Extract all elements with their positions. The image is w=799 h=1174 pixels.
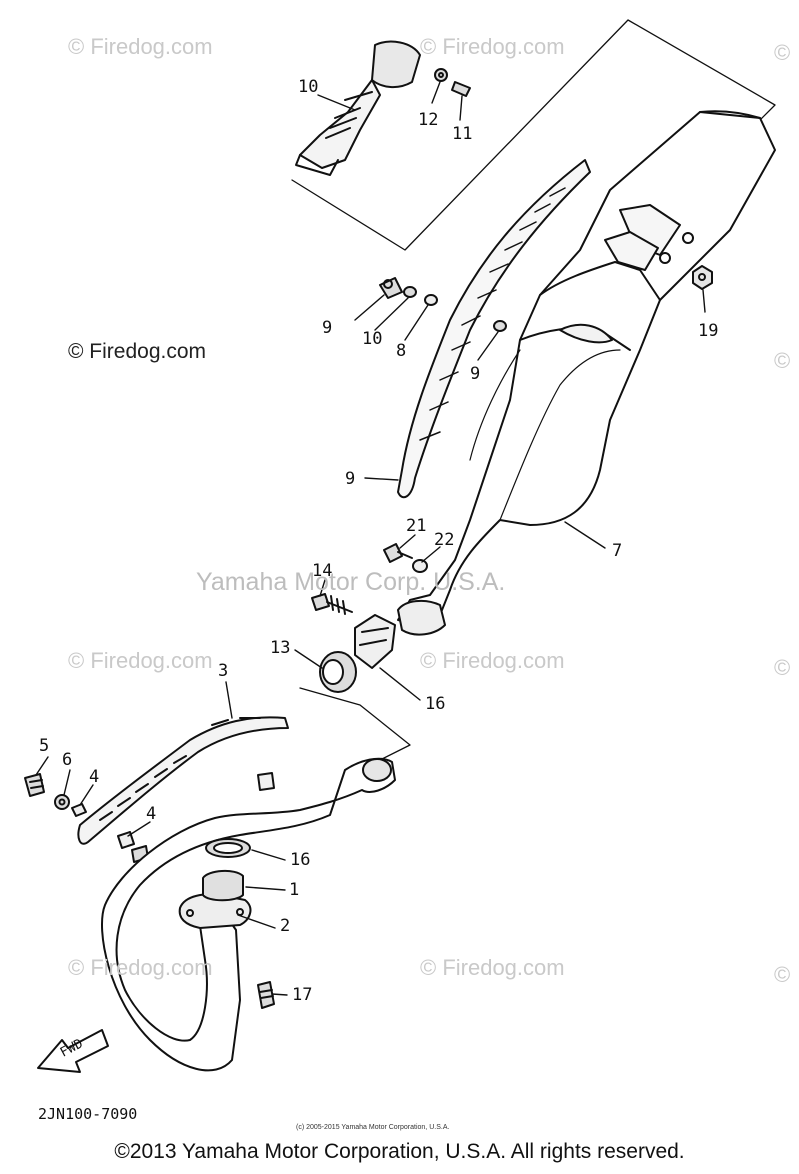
assembly-guide-line [291,19,776,251]
forward-arrow-icon [37,1029,109,1073]
watermark-firedog: © Firedog.com [68,955,213,980]
diagram-code: 2JN100-7090 [38,1105,138,1123]
part-label: 7 [612,541,623,561]
part-label: 14 [312,561,333,581]
gasket-part-15 [319,651,357,693]
part-label: 8 [396,341,407,361]
assembly-guide-line [299,687,411,761]
muffler-protector-part-8 [397,159,591,499]
part-label: 16 [425,694,446,714]
watermark-firedog: © Firedog.com [420,34,565,59]
part-label: 4 [146,804,157,824]
collar-part-22 [412,559,428,573]
part-label: 9 [345,469,356,489]
watermark-firedog: © Firedog.com [68,34,213,59]
footer-copyright: ©2013 Yamaha Motor Corporation, U.S.A. A… [114,1140,685,1163]
bolt-part-5 [24,773,45,797]
bolt-part-16 [311,593,353,615]
part-label: 11 [452,124,473,144]
watermark-firedog: © Firedog.com [420,648,565,673]
part-label: 21 [406,516,427,536]
clamp-part-17 [354,614,396,669]
collar-part-9-a [424,294,438,306]
small-copyright: (c) 2005-2015 Yamaha Motor Corporation, … [296,1124,450,1131]
part-label: 9 [470,364,481,384]
part-label: 13 [270,638,291,658]
washer-part-6 [54,794,70,810]
collar-part-9-b [493,320,507,332]
watermark-firedog: © Firedog.com [68,648,213,673]
part-label: 10 [298,77,319,97]
nut-part-20 [692,265,713,290]
leader-lines [35,81,706,996]
bolt-part-19 [257,981,275,1009]
watermark-yamaha: Yamaha Motor Corp. U.S.A. [196,568,506,596]
part-label: 4 [89,767,100,787]
part-label: 6 [62,750,73,770]
watermark-firedog: © Firedog.com [68,340,207,363]
spark-arrester-part-12 [295,40,421,176]
watermark-firedog-edge: © [774,655,791,680]
part-label: 9 [322,318,333,338]
watermark-firedog-edge: © [774,962,791,987]
part-label: 22 [434,530,455,550]
bolt-part-13 [451,81,471,97]
part-label: 5 [39,736,50,756]
bolt-part-21 [383,543,413,563]
part-label: 19 [698,321,719,341]
part-label: 1 [289,880,300,900]
part-label: 3 [218,661,229,681]
gasket-part-18 [205,838,251,858]
part-label: 16 [290,850,311,870]
watermark-firedog: © Firedog.com [420,955,565,980]
exhaust-protector-part-3 [77,716,289,845]
nut-part-14 [434,68,448,82]
part-label: 2 [280,916,291,936]
muffler-part-7 [397,110,776,636]
watermark-firedog-edge: © [774,348,791,373]
collar-part-4-a [71,803,87,817]
exhaust-pipe-part-1 [101,757,396,1072]
bolt-part-10 [379,277,403,299]
watermark-firedog-edge: © [774,40,791,65]
part-label: 17 [292,985,313,1005]
washer-part-11 [403,286,417,298]
part-label: 12 [418,110,439,130]
part-label: 10 [362,329,383,349]
